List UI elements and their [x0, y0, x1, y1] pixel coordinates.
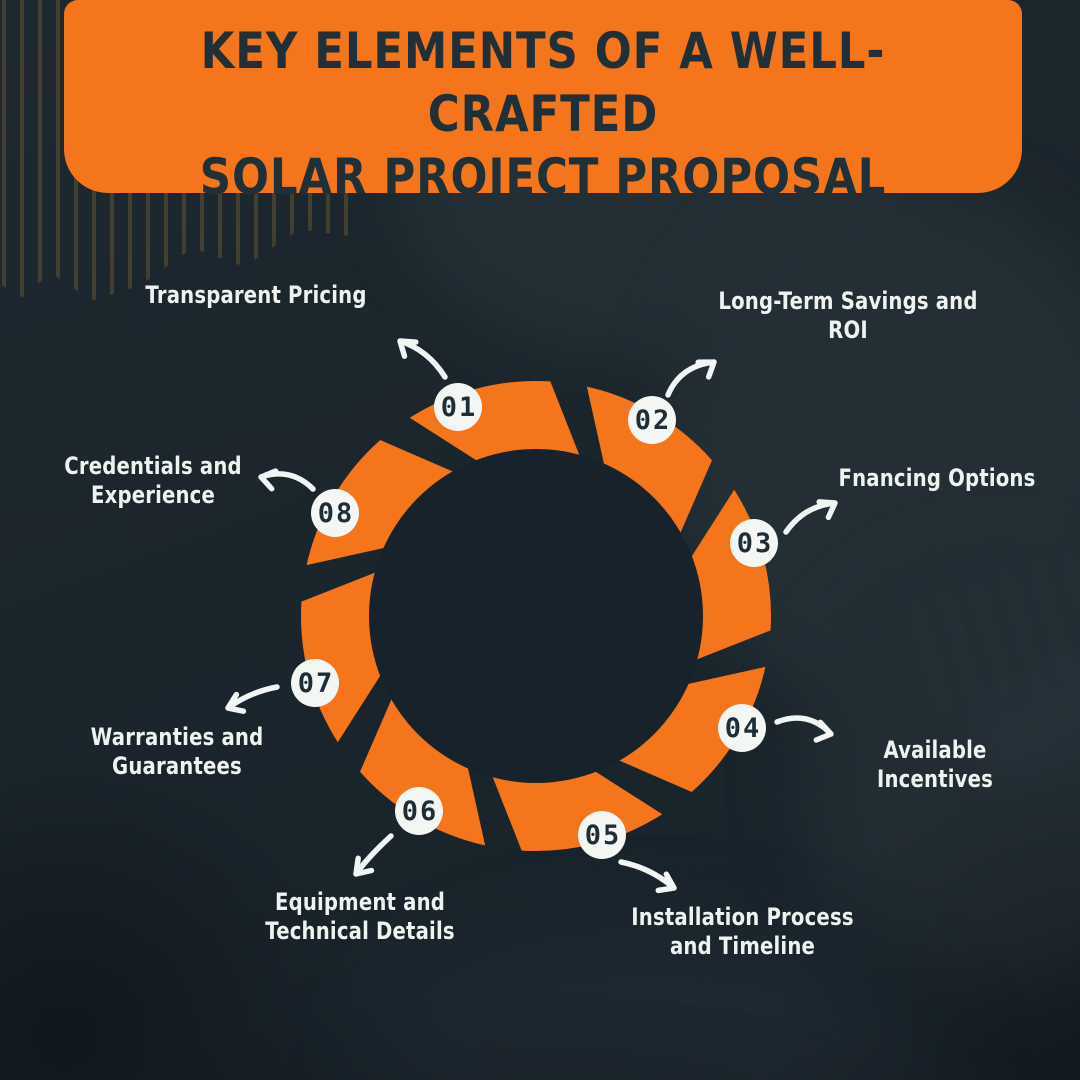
step-label-06: Equipment and Technical Details [265, 888, 455, 945]
step-label-07: Warranties and Guarantees [90, 723, 264, 780]
donut-hole [369, 449, 703, 783]
arrow-04 [774, 715, 834, 743]
arrow-08 [258, 468, 316, 492]
step-label-01: Transparent Pricing [145, 281, 367, 309]
step-badge-07: 07 [291, 659, 339, 707]
title-card: KEY ELEMENTS OF A WELL-CRAFTED SOLAR PRO… [64, 0, 1022, 206]
step-badge-03: 03 [730, 519, 778, 567]
step-label-04: Available Incentives [876, 736, 994, 793]
page-title: KEY ELEMENTS OF A WELL-CRAFTED SOLAR PRO… [126, 0, 959, 209]
step-badge-08: 08 [311, 489, 359, 537]
page-title-line-1: KEY ELEMENTS OF A WELL-CRAFTED [200, 22, 886, 143]
arrow-03 [783, 499, 838, 535]
arrow-01 [397, 338, 448, 380]
arrow-05 [618, 859, 677, 894]
arrow-06 [353, 833, 394, 877]
step-label-05: Installation Process and Timeline [631, 903, 854, 960]
page-title-line-2: SOLAR PROJECT PROPOSAL [199, 148, 887, 206]
step-badge-02: 02 [628, 396, 676, 444]
step-label-02: Long-Term Savings and ROI [718, 287, 978, 344]
step-badge-04: 04 [718, 704, 766, 752]
step-label-03: Fnancing Options [838, 464, 1036, 492]
step-label-08: Credentials and Experience [64, 452, 242, 509]
step-badge-01: 01 [434, 383, 482, 431]
arrow-07 [225, 684, 280, 714]
arrow-02 [665, 359, 717, 398]
step-badge-06: 06 [395, 787, 443, 835]
step-badge-05: 05 [578, 811, 626, 859]
